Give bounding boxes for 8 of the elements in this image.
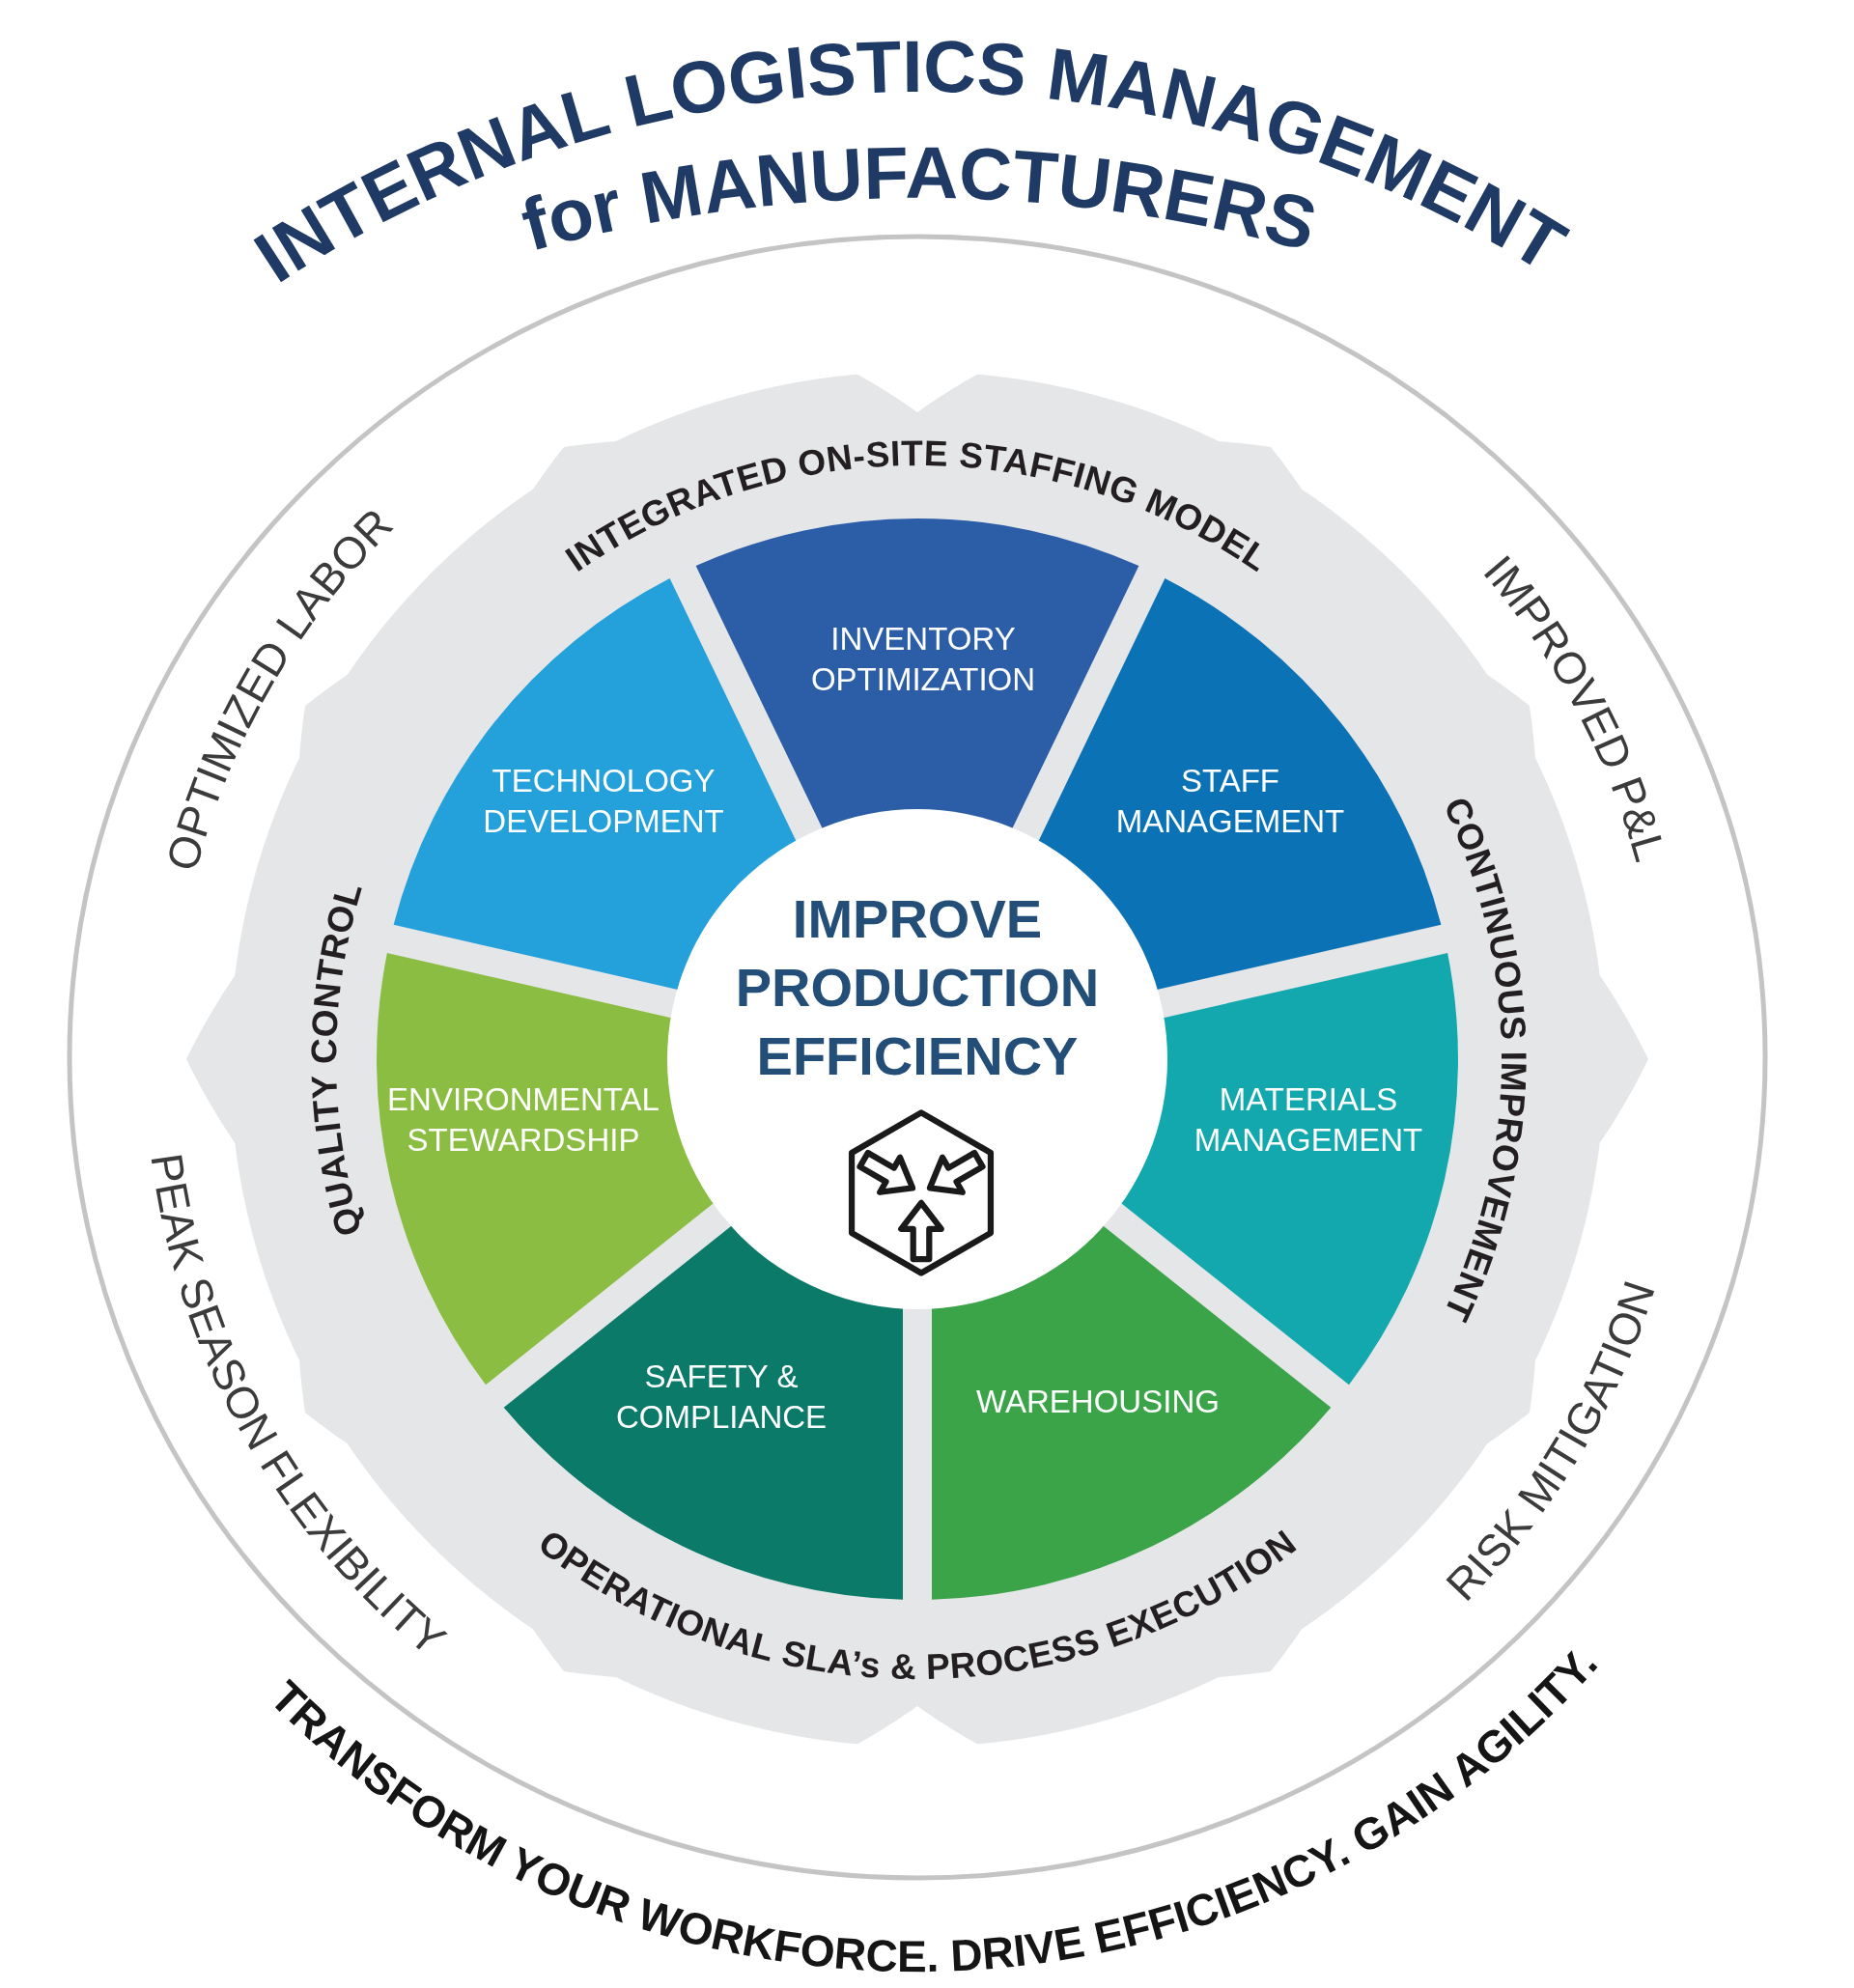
center-heading: IMPROVE PRODUCTION EFFICIENCY — [734, 887, 1101, 1088]
segment-label: STAFF MANAGEMENT — [1114, 762, 1346, 841]
segment-label: TECHNOLOGY DEVELOPMENT — [482, 762, 725, 841]
segment-label: SAFETY & COMPLIANCE — [614, 1358, 829, 1437]
segment-label: WAREHOUSING — [975, 1383, 1221, 1421]
segment-label: MATERIALS MANAGEMENT — [1193, 1080, 1424, 1160]
segment-label: ENVIRONMENTAL STEWARDSHIP — [386, 1080, 660, 1160]
segment-label: INVENTORY OPTIMIZATION — [809, 620, 1037, 699]
